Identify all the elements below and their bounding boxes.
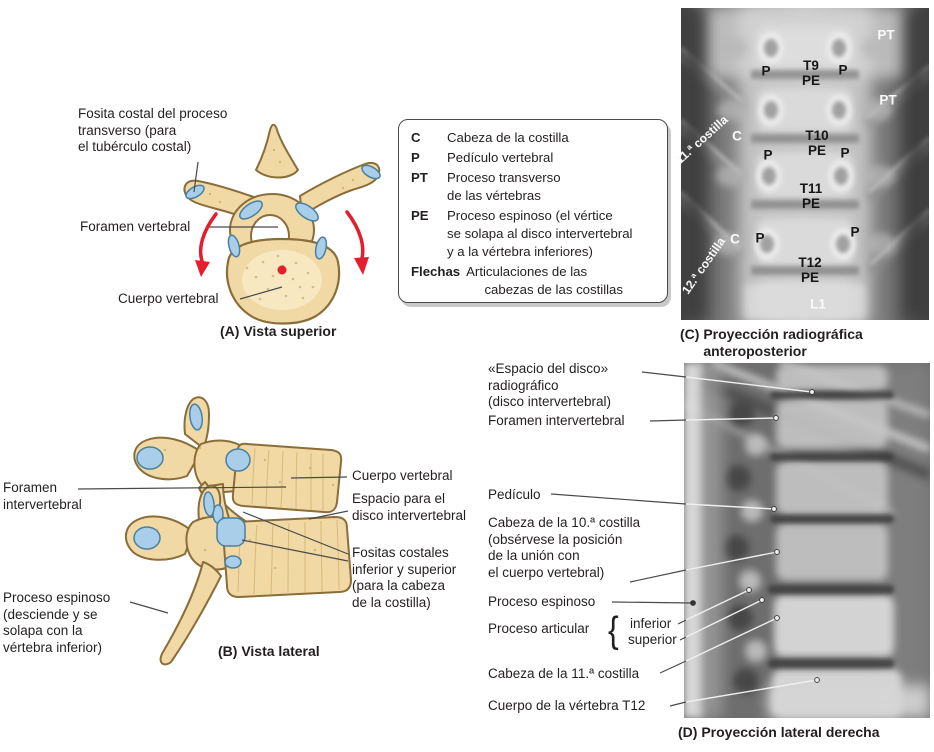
legend-term-flechas: Flechas — [411, 264, 461, 279]
xray-label-p-t12-right: P — [850, 224, 860, 240]
label-espacio-disco-b: Espacio para el disco intervertebral — [352, 491, 467, 523]
legend-row-pt: PT Proceso transverso de las vértebras — [411, 169, 655, 205]
upper-transverse-costal-facet — [136, 446, 164, 470]
label-superior-d: superior — [628, 632, 677, 647]
xray-label-l1: L1 — [810, 296, 826, 312]
lower-transverse-costal-facet — [133, 526, 161, 550]
lower-superior-costal-facet — [216, 517, 246, 547]
xray-anteroposterior-image — [681, 8, 929, 320]
upper-rib-head-facet — [225, 448, 251, 472]
caption-panel-d: (D) Proyección lateral derecha — [678, 724, 880, 740]
caption-panel-c: (C) Proyección radiográfica anteroposter… — [680, 326, 863, 359]
xray-label-t9-pe: T9 PE — [801, 58, 821, 88]
legend-desc-p: Pedículo vertebral — [447, 150, 554, 165]
legend-row-p: P Pedículo vertebral — [411, 149, 655, 167]
spinous-process — [255, 123, 299, 179]
label-proceso-espinoso-b: Proceso espinoso (desciende y se solapa … — [3, 590, 111, 655]
xray-label-pt-top: PT — [877, 27, 895, 43]
legend-term-c: C — [411, 130, 421, 145]
caption-panel-a: (A) Vista superior — [220, 323, 337, 339]
label-inferior-d: inferior — [630, 616, 672, 631]
lower-superior-facet — [203, 491, 215, 517]
label-pediculo-d: Pedículo — [488, 487, 541, 502]
brace-proceso-articular: { — [608, 609, 619, 651]
label-proceso-articular-d: Proceso articular — [488, 621, 590, 636]
label-cabeza-10-costilla-d: Cabeza de la 10.ª costilla (obsérvese la… — [488, 515, 641, 580]
xray-label-pt-mid: PT — [879, 92, 897, 108]
label-foramen-intervertebral-b: Foramen intervertebral — [3, 480, 82, 512]
legend-term-p: P — [411, 150, 420, 165]
body-center-red-dot — [277, 265, 287, 275]
xray-label-p-t10-right: P — [840, 145, 850, 161]
vertebrae-lateral-view-illustration — [125, 396, 352, 666]
label-espacio-disco-d: «Espacio del disco» radiográfico (disco … — [488, 361, 612, 409]
legend-term-pe: PE — [411, 208, 429, 223]
label-fositas-costales-b: Fositas costales inferior y superior (pa… — [352, 545, 457, 610]
xray-label-p-t9-left: P — [761, 63, 771, 79]
xray-label-t10-pe: T10 PE — [805, 128, 829, 158]
legend-row-pe: PE Proceso espinoso (el vértice se solap… — [411, 207, 655, 261]
lower-spinous-process — [159, 561, 222, 666]
vertebra-superior-view-illustration — [183, 123, 381, 325]
xray-label-c-rib11: C — [732, 128, 742, 144]
label-cuerpo-vertebral-b: Cuerpo vertebral — [352, 468, 453, 483]
legend-row-c: C Cabeza de la costilla — [411, 129, 655, 147]
legend-desc-c: Cabeza de la costilla — [447, 130, 569, 145]
caption-panel-b: (B) Vista lateral — [218, 643, 320, 659]
label-cuerpo-vertebra-t12-d: Cuerpo de la vértebra T12 — [488, 698, 646, 713]
label-fosita-costal: Fosita costal del proceso transverso (pa… — [78, 106, 228, 154]
upper-superior-facet — [189, 403, 203, 431]
legend-desc-pe: Proceso espinoso (el vértice se solapa a… — [447, 208, 633, 259]
legend-desc-pt: Proceso transverso de las vértebras — [447, 170, 561, 203]
lower-inferior-costal-facet — [224, 555, 242, 569]
xray-lateral-image — [684, 363, 930, 718]
legend-row-flechas: Flechas Articulaciones de las cabezas de… — [411, 263, 655, 299]
label-foramen-vertebral: Foramen vertebral — [80, 219, 191, 234]
upper-vertebral-body — [231, 442, 343, 514]
xray-label-p-t9-right: P — [838, 62, 848, 78]
xray-label-t12-pe: T12 PE — [798, 255, 822, 285]
label-foramen-intervertebral-d: Foramen intervertebral — [488, 413, 625, 428]
label-proceso-espinoso-d: Proceso espinoso — [488, 594, 596, 609]
legend-desc-flechas: Articulaciones de las cabezas de las cos… — [466, 264, 623, 297]
xray-label-t11-pe: T11 PE — [799, 181, 823, 211]
xray-label-p-t12-left: P — [755, 230, 765, 246]
xray-label-p-t10-left: P — [763, 147, 773, 163]
legend-box: C Cabeza de la costilla P Pedículo verte… — [398, 119, 668, 303]
label-cuerpo-vertebral: Cuerpo vertebral — [118, 291, 219, 306]
legend-term-pt: PT — [411, 170, 428, 185]
label-cabeza-11-costilla-d: Cabeza de la 11.ª costilla — [488, 666, 640, 681]
xray-label-c-rib12: C — [730, 231, 740, 247]
